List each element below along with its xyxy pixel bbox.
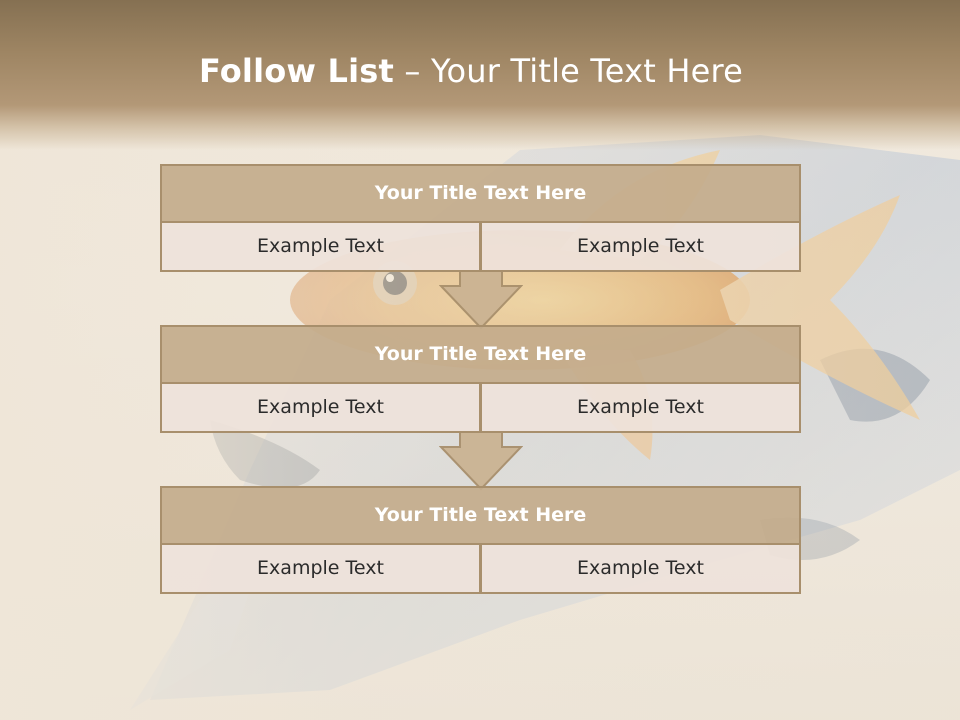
slide-title: Follow List – Your Title Text Here xyxy=(0,52,942,90)
block-cell-right: Example Text xyxy=(480,221,801,272)
block-title: Your Title Text Here xyxy=(160,325,801,384)
title-separator: – xyxy=(404,52,421,90)
slide-title-rest: Your Title Text Here xyxy=(431,52,744,90)
block-cell-right: Example Text xyxy=(480,382,801,433)
block-cell-right: Example Text xyxy=(480,543,801,594)
header-band xyxy=(0,0,960,150)
block-cell-left: Example Text xyxy=(160,543,481,594)
block-cell-left: Example Text xyxy=(160,382,481,433)
down-arrow-icon xyxy=(439,431,523,491)
block-title: Your Title Text Here xyxy=(160,486,801,545)
block-title: Your Title Text Here xyxy=(160,164,801,223)
down-arrow-icon xyxy=(439,270,523,330)
slide-title-bold: Follow List xyxy=(198,52,395,90)
block-cell-left: Example Text xyxy=(160,221,481,272)
